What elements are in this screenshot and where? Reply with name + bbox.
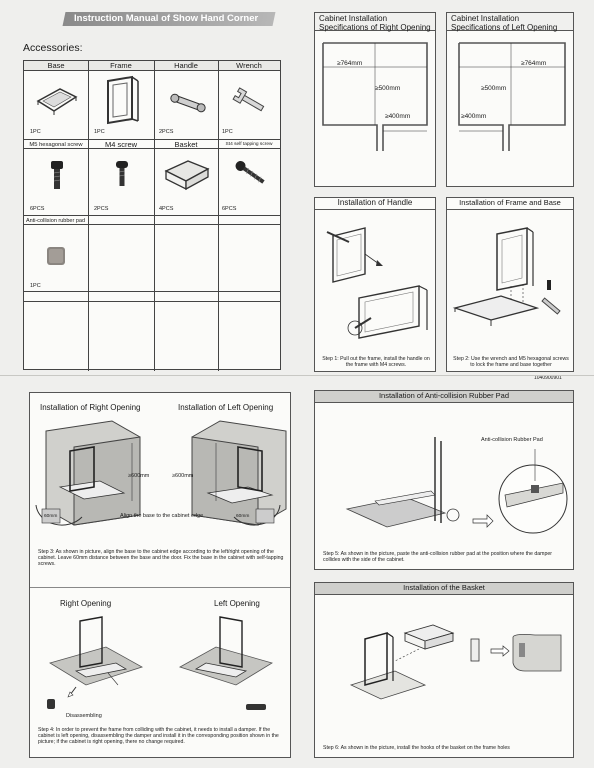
basket-step: Step 6: As shown in the picture, install… — [323, 745, 510, 751]
accessories-title: Accessories: — [23, 42, 83, 54]
damper-arrow-icon — [67, 686, 77, 698]
cabinet-right-opening: ≥400mm — [385, 113, 411, 120]
qty-tapping-screw: 6PCS — [222, 206, 237, 212]
install-frame-step: Step 2: Use the wrench and M5 hexagonal … — [453, 356, 569, 368]
qty-rubber-pad: 1PC — [30, 283, 41, 289]
damper-step: Step 4: In order to prevent the frame fr… — [38, 727, 279, 745]
cabinet-left-depth: ≥500mm — [481, 85, 507, 92]
rubber-pad-label: Anti-collision Rubber Pad — [481, 437, 543, 443]
basket-title: Installation of the Basket — [315, 583, 573, 595]
cabinet-left-title-2: Specifications of Left Opening — [451, 23, 558, 32]
cabinet-right-diagram — [322, 42, 428, 151]
header-tapping-screw: St4 self tapping screw — [218, 139, 280, 149]
header-rubber-pad: Anti-collision rubber pad — [24, 215, 280, 225]
cabinet-left-header: Cabinet Installation Specifications of L… — [447, 13, 573, 32]
cabinet-right-header: Cabinet Installation Specifications of R… — [315, 13, 435, 32]
accessories-table: Base Frame Handle Wrench M5 hexagonal sc… — [23, 60, 281, 371]
base-icon — [36, 88, 78, 115]
left-opening-dim: ≥600mm — [172, 473, 194, 479]
hex-screw-icon — [51, 161, 63, 189]
install-opening-step: Step 3: As shown in picture, align the b… — [38, 549, 284, 567]
header-m4-screw: M4 screw — [88, 139, 154, 149]
install-opening-panel: Installation of Right Opening Installati… — [29, 392, 291, 758]
basket-icon — [164, 160, 210, 191]
qty-base: 1PC — [30, 129, 41, 135]
qty-frame: 1PC — [94, 129, 105, 135]
damper-left-diagram — [178, 616, 273, 686]
frame-install-diagram — [452, 227, 561, 326]
qty-m4-screw: 2PCS — [94, 206, 109, 212]
handle-icon — [170, 93, 206, 113]
header-wrench: Wrench — [218, 61, 280, 71]
cabinet-left-width: ≥764mm — [521, 60, 547, 67]
qty-hex-screw: 6PCS — [30, 206, 45, 212]
install-handle-panel: Installation of Handle Step 1: Pull out … — [314, 197, 436, 372]
handle-install-diagram — [326, 227, 428, 339]
rubber-pad-icon — [47, 247, 65, 265]
damper-right-diagram — [49, 616, 144, 686]
right-opening-cabinet-diagram — [45, 420, 141, 526]
manual-title: Instruction Manual of Show Hand Corner — [74, 13, 259, 24]
install-frame-panel: Installation of Frame and Base Step 2: U… — [446, 197, 574, 372]
qty-handle: 2PCS — [159, 129, 174, 135]
disassemble-label: Disassembling — [66, 713, 102, 719]
damper-part-icon — [47, 699, 55, 709]
damper-installed-icon — [246, 704, 266, 710]
header-base: Base — [24, 61, 88, 71]
basket-panel: Installation of the Basket Step 6: As sh… — [314, 582, 574, 758]
rubber-pad-panel: Installation of Anti-collision Rubber Pa… — [314, 390, 574, 570]
header-frame: Frame — [88, 61, 154, 71]
cabinet-right-depth: ≥500mm — [375, 85, 401, 92]
tapping-screw-icon — [235, 160, 265, 184]
cabinet-right-title-1: Cabinet Installation — [319, 14, 388, 23]
install-handle-step: Step 1: Pull out the frame, install the … — [322, 356, 430, 368]
install-right-opening-title: Installation of Right Opening — [40, 403, 141, 412]
frame-icon — [107, 75, 139, 125]
header-hex-screw: M5 hexagonal screw — [24, 139, 88, 149]
rubber-pad-step: Step 5: As shown in the picture, paste t… — [323, 551, 552, 563]
left-opening-small-dim: 60mm — [236, 514, 250, 519]
cabinet-right-title-2: Specifications of Right Opening — [319, 23, 431, 32]
right-opening-zoom-circle — [35, 504, 83, 526]
wrench-icon — [232, 87, 265, 112]
cabinet-left-panel: Cabinet Installation Specifications of L… — [446, 12, 574, 187]
right-opening-dim: ≥600mm — [128, 473, 150, 479]
left-opening-cabinet-diagram — [191, 420, 287, 526]
install-frame-title: Installation of Frame and Base — [447, 198, 573, 210]
qty-wrench: 1PC — [222, 129, 233, 135]
qty-basket: 4PCS — [159, 206, 174, 212]
page-fold — [0, 375, 594, 376]
align-note: Align the base to the cabinet edge — [120, 513, 204, 519]
right-opening-small-dim: 60mm — [44, 514, 58, 519]
part-number: 1040900901 — [534, 375, 562, 381]
install-left-opening-title: Installation of Left Opening — [178, 403, 274, 412]
rubber-pad-title: Installation of Anti-collision Rubber Pa… — [315, 391, 573, 403]
damper-left-title: Left Opening — [214, 599, 260, 608]
cabinet-left-title-1: Cabinet Installation — [451, 14, 520, 23]
header-basket: Basket — [154, 139, 218, 149]
rubber-pad-diagram — [345, 437, 568, 534]
cabinet-left-diagram — [458, 42, 566, 151]
cabinet-right-width: ≥764mm — [337, 60, 363, 67]
m4-screw-icon — [116, 161, 128, 186]
cabinet-right-panel: Cabinet Installation Specifications of R… — [314, 12, 436, 187]
damper-right-title: Right Opening — [60, 599, 112, 608]
left-opening-zoom-circle — [233, 504, 281, 526]
install-handle-title: Installation of Handle — [315, 198, 435, 210]
header-handle: Handle — [154, 61, 218, 71]
cabinet-left-opening: ≥400mm — [461, 113, 487, 120]
basket-diagram — [349, 624, 562, 700]
